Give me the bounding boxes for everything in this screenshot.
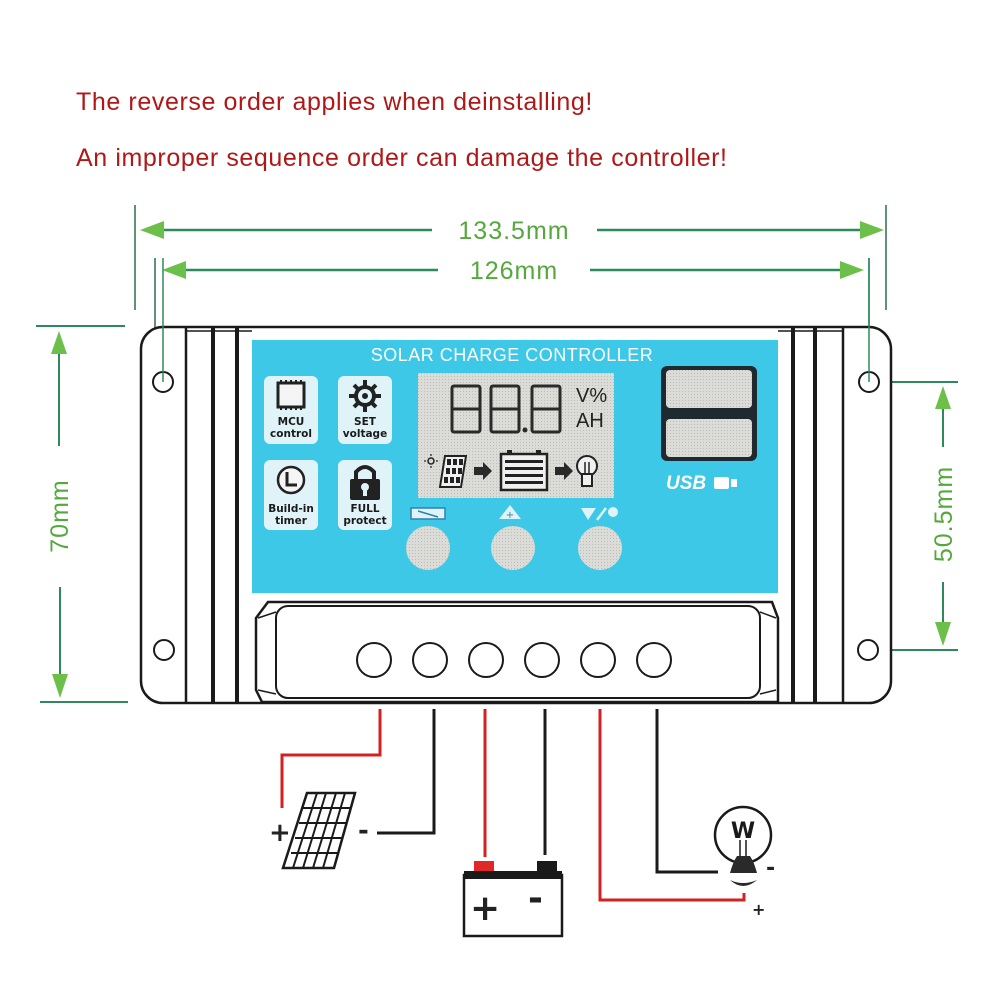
usb-port-2 [666,419,752,457]
solar-panel-icon [438,455,468,488]
plus-button[interactable] [491,526,535,570]
svg-text:Build-in: Build-in [268,503,314,515]
terminal-screw-5[interactable] [580,642,616,678]
clock-icon [276,465,306,495]
svg-text:+: + [506,510,514,521]
wire-load-positive [598,709,746,902]
arrow-down-icon [935,622,951,646]
bulb-icon: W [713,805,773,886]
usb-port-1 [666,370,752,408]
wires [280,709,746,902]
mounting-hole [857,639,879,661]
hole-spacing-label: 50.5mm [930,466,958,562]
dimension-overall-width: 133.5mm [134,205,887,310]
svg-text:SET: SET [354,416,377,428]
overall-width-label: 133.5mm [458,217,569,245]
feature-mcu-control: MCU control [264,376,318,444]
minus-triangle-load-icon [581,507,618,521]
usb-logo: USB [666,473,737,494]
usb-ports[interactable] [661,366,757,461]
overall-height-label: 70mm [46,479,74,552]
wire-load-negative [655,709,718,874]
feature-build-in-timer: Build-in timer [264,460,318,530]
panel-width-label: 126mm [470,257,558,285]
battery-icon [499,450,549,492]
feature-set-voltage: SET voltage [338,376,392,444]
battery-plus-sign: + [470,888,500,929]
arrow-right-icon [860,221,884,239]
arrow-right-icon [840,261,864,279]
svg-text:control: control [270,428,312,440]
arrow-down-icon [52,674,68,698]
dimension-hole-spacing: 50.5mm [868,381,958,651]
arrow-left-icon [140,221,164,239]
warning-improper-sequence: An improper sequence order can damage th… [76,144,728,172]
svg-text:MCU: MCU [278,416,305,428]
gear-icon [349,380,381,412]
battery-minus-sign: - [528,878,543,919]
svg-text:protect: protect [343,515,386,527]
lock-icon [350,465,380,500]
wire-solar-negative [377,709,436,835]
terminal-screw-3[interactable] [468,642,504,678]
svg-text:W: W [731,819,755,844]
mounting-hole [153,639,175,661]
svg-text:FULL: FULL [350,503,379,515]
svg-text:USB: USB [666,473,706,494]
lcd-unit-bottom: AH [576,410,604,432]
bulb-icon [576,455,598,487]
battery-icon [462,861,564,938]
terminal-screw-1[interactable] [356,642,392,678]
terminal-screw-4[interactable] [524,642,560,678]
solar-minus-sign: - [358,816,369,846]
arrow-right-icon [555,462,573,480]
lcd-digits [450,384,562,434]
panel-title: SOLAR CHARGE CONTROLLER [371,345,654,365]
svg-text:voltage: voltage [343,428,387,440]
sun-icon [424,454,438,468]
arrow-up-icon [935,386,951,409]
wire-solar-positive [280,709,382,808]
warning-reverse-order: The reverse order applies when deinstall… [76,88,593,116]
menu-button[interactable] [406,526,450,570]
plus-triangle-icon: + [499,505,521,521]
load-plus-sign: + [752,900,765,919]
arrow-up-icon [51,331,67,354]
terminal-block [254,600,780,704]
svg-text:timer: timer [275,515,308,527]
terminal-screw-6[interactable] [636,642,672,678]
arrow-right-icon [474,462,492,480]
chip-icon [276,380,306,410]
terminals [356,642,672,712]
lcd-unit-top: V% [576,385,607,407]
dimension-overall-height: 70mm [36,325,128,703]
solar-panel-icon [281,791,357,870]
arrow-left-icon [162,261,186,279]
load-minus-sign: - [766,856,775,881]
front-panel: SOLAR CHARGE CONTROLLER MCU control [252,340,778,593]
feature-full-protect: FULL protect [338,460,392,530]
solar-plus-sign: + [269,818,291,848]
terminal-screw-2[interactable] [412,642,448,678]
minus-load-button[interactable] [578,526,622,570]
lcd-display: V% AH [418,373,614,498]
menu-icon [410,507,446,520]
